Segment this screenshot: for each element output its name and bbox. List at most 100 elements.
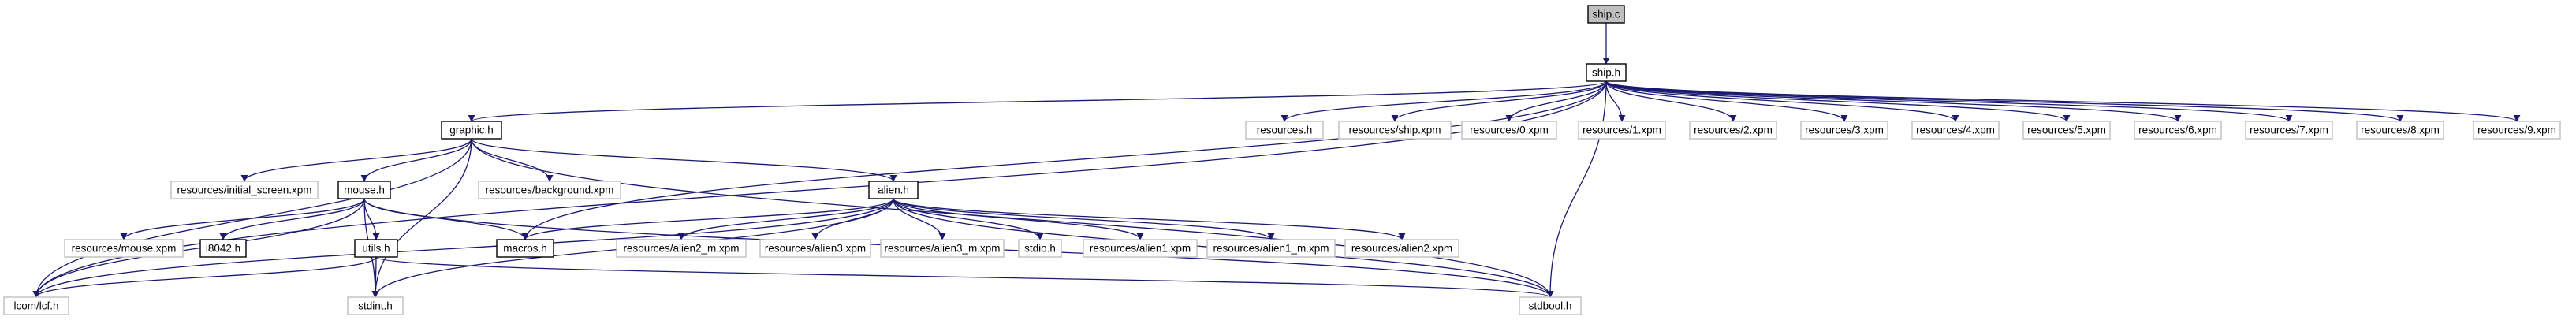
node-res_alien1m: resources/alien1_m.xpm bbox=[1206, 239, 1336, 258]
node-res_1: resources/1.xpm bbox=[1578, 121, 1666, 140]
node-label-res_0: resources/0.xpm bbox=[1470, 125, 1549, 136]
edge-ship_h-to-macros_h bbox=[521, 80, 1607, 240]
node-res_8: resources/8.xpm bbox=[2356, 121, 2444, 140]
node-label-lcf_h: lcom/lcf.h bbox=[13, 300, 58, 312]
edge-mouse_h-to-res_mouse bbox=[120, 198, 365, 240]
edge-alien_h-to-lcf_h bbox=[32, 198, 894, 298]
node-label-res_h: resources.h bbox=[1257, 125, 1313, 136]
node-res_alien3m: resources/alien3_m.xpm bbox=[880, 239, 1005, 258]
edge-ship_h-to-res_3 bbox=[1605, 80, 1848, 122]
node-label-res_3: resources/3.xpm bbox=[1805, 125, 1884, 136]
edge-ship_h-to-res_0 bbox=[1505, 80, 1607, 122]
node-res_ship: resources/ship.xpm bbox=[1338, 121, 1452, 140]
edge-alien_h-to-res_alien2 bbox=[893, 198, 1406, 240]
edge-graphic_h-to-res_background bbox=[471, 138, 554, 182]
node-box-ship_h bbox=[1586, 63, 1627, 82]
node-utils_h[interactable]: utils.h bbox=[354, 239, 398, 258]
edge-ship_h-to-stdbool_h bbox=[1546, 80, 1607, 298]
node-label-ship_c: ship.c bbox=[1592, 9, 1620, 20]
node-box-res_h bbox=[1245, 121, 1324, 140]
node-res_7: resources/7.xpm bbox=[2245, 121, 2333, 140]
node-ship_h[interactable]: ship.h bbox=[1586, 63, 1627, 82]
edge-ship_h-to-res_h bbox=[1281, 80, 1607, 122]
node-box-res_2 bbox=[1689, 121, 1777, 140]
edge-graphic_h-to-alien_h bbox=[471, 138, 897, 182]
node-ship_c[interactable]: ship.c bbox=[1587, 5, 1625, 24]
node-box-ship_c bbox=[1587, 5, 1625, 24]
node-label-res_4: resources/4.xpm bbox=[1916, 125, 1995, 136]
node-stdint_h: stdint.h bbox=[347, 296, 404, 315]
node-box-res_0 bbox=[1461, 121, 1557, 140]
edge-graphic_h-to-stdbool_h bbox=[471, 138, 1554, 298]
edge-graphic_h-to-mouse_h bbox=[360, 138, 472, 182]
node-label-stdio_h: stdio.h bbox=[1024, 243, 1056, 255]
node-box-res_6 bbox=[2134, 121, 2222, 140]
edge-alien_h-to-stdio_h bbox=[893, 198, 1044, 240]
node-alien_h[interactable]: alien.h bbox=[868, 181, 919, 199]
node-box-res_5 bbox=[2022, 121, 2111, 140]
node-label-res_6: resources/6.xpm bbox=[2138, 125, 2217, 136]
node-graphic_h[interactable]: graphic.h bbox=[441, 121, 502, 140]
edge-alien_h-to-res_alien3m bbox=[893, 198, 946, 240]
node-box-res_3 bbox=[1800, 121, 1888, 140]
node-res_9: resources/9.xpm bbox=[2473, 121, 2561, 140]
node-label-utils_h: utils.h bbox=[362, 243, 390, 255]
node-box-res_ship bbox=[1338, 121, 1452, 140]
node-box-utils_h bbox=[354, 239, 398, 258]
node-box-res_alien1 bbox=[1083, 239, 1198, 258]
node-lcf_h: lcom/lcf.h bbox=[3, 296, 69, 315]
node-box-stdio_h bbox=[1018, 239, 1062, 258]
node-label-res_9: resources/9.xpm bbox=[2477, 125, 2556, 136]
node-label-res_alien2: resources/alien2.xpm bbox=[1351, 243, 1452, 255]
node-label-res_2: resources/2.xpm bbox=[1694, 125, 1773, 136]
edge-graphic_h-to-stdint_h bbox=[371, 138, 472, 298]
edge-ship_h-to-res_ship bbox=[1391, 80, 1607, 122]
node-box-res_8 bbox=[2356, 121, 2444, 140]
node-box-res_1 bbox=[1578, 121, 1666, 140]
node-label-res_7: resources/7.xpm bbox=[2250, 125, 2328, 136]
node-label-mouse_h: mouse.h bbox=[344, 184, 385, 196]
node-label-graphic_h: graphic.h bbox=[449, 125, 494, 136]
node-label-res_ship: resources/ship.xpm bbox=[1348, 125, 1441, 136]
edge-ship_h-to-res_9 bbox=[1605, 80, 2521, 122]
node-label-res_8: resources/8.xpm bbox=[2361, 125, 2440, 136]
node-label-res_alien3: resources/alien3.xpm bbox=[765, 243, 866, 255]
node-label-alien_h: alien.h bbox=[878, 184, 909, 196]
node-box-res_alien3 bbox=[759, 239, 871, 258]
node-res_alien1: resources/alien1.xpm bbox=[1083, 239, 1198, 258]
node-box-macros_h bbox=[496, 239, 554, 258]
node-macros_h[interactable]: macros.h bbox=[496, 239, 554, 258]
edge-alien_h-to-res_alien1 bbox=[893, 198, 1144, 240]
node-label-res_background: resources/background.xpm bbox=[486, 184, 614, 196]
node-box-res_alien2 bbox=[1344, 239, 1459, 258]
edge-ship_h-to-res_2 bbox=[1605, 80, 1737, 122]
node-label-res_mouse: resources/mouse.xpm bbox=[72, 243, 177, 255]
edge-utils_h-to-lcf_h bbox=[32, 256, 377, 298]
node-box-res_mouse bbox=[64, 239, 184, 258]
node-box-mouse_h bbox=[337, 181, 391, 199]
node-label-i8042_h: i8042.h bbox=[206, 243, 240, 255]
node-box-graphic_h bbox=[441, 121, 502, 140]
node-stdbool_h: stdbool.h bbox=[1519, 296, 1582, 315]
node-res_alien2: resources/alien2.xpm bbox=[1344, 239, 1459, 258]
node-label-stdint_h: stdint.h bbox=[358, 300, 393, 312]
node-box-res_background bbox=[478, 181, 621, 199]
node-box-stdint_h bbox=[347, 296, 404, 315]
node-res_0: resources/0.xpm bbox=[1461, 121, 1557, 140]
node-label-res_alien3m: resources/alien3_m.xpm bbox=[884, 243, 1000, 255]
node-i8042_h[interactable]: i8042.h bbox=[199, 239, 247, 258]
node-box-i8042_h bbox=[199, 239, 247, 258]
node-box-res_alien2m bbox=[616, 239, 747, 258]
edge-ship_h-to-res_6 bbox=[1605, 80, 2182, 122]
edge-alien_h-to-macros_h bbox=[521, 198, 894, 240]
edge-ship_h-to-res_7 bbox=[1605, 80, 2293, 122]
node-label-res_initial: resources/initial_screen.xpm bbox=[177, 184, 311, 196]
node-box-res_4 bbox=[1911, 121, 2000, 140]
node-res_alien3: resources/alien3.xpm bbox=[759, 239, 871, 258]
node-mouse_h[interactable]: mouse.h bbox=[337, 181, 391, 199]
edge-alien_h-to-res_alien1m bbox=[893, 198, 1275, 240]
node-label-res_1: resources/1.xpm bbox=[1583, 125, 1661, 136]
node-label-macros_h: macros.h bbox=[503, 243, 547, 255]
